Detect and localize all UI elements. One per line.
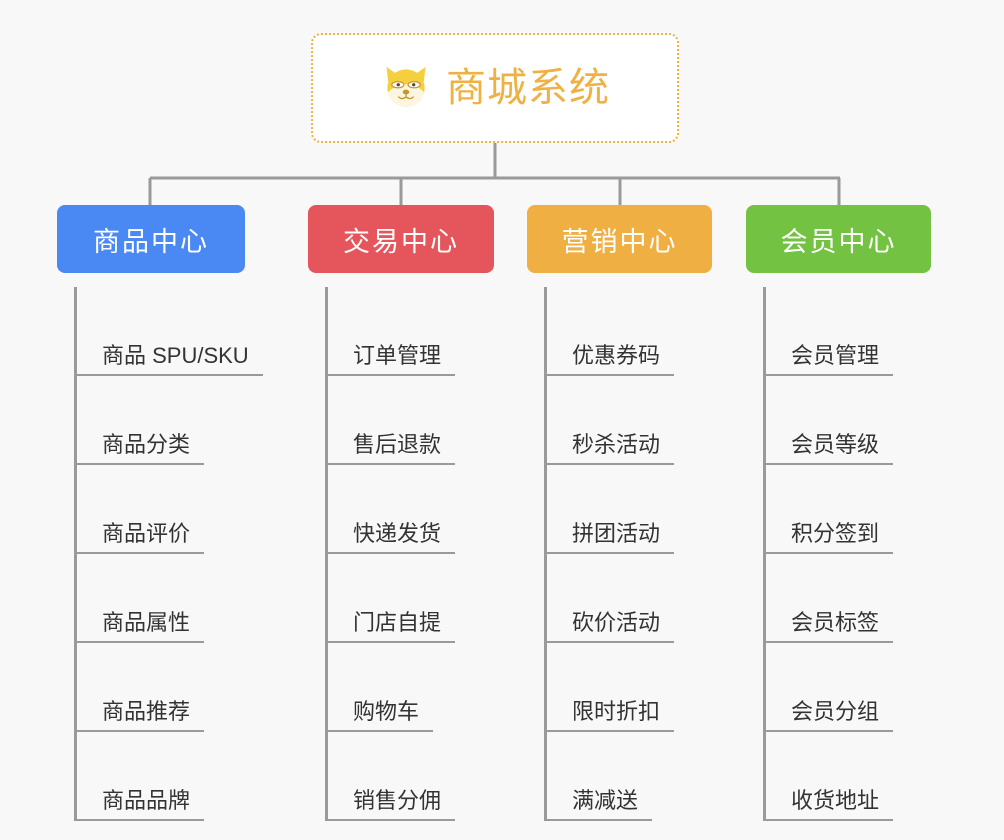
branch-title: 营销中心 — [561, 226, 678, 257]
leaf-label: 门店自提 — [325, 610, 456, 643]
branch-trunk-line — [763, 287, 766, 821]
leaf-label: 商品推荐 — [74, 699, 205, 732]
branch-trunk-line — [74, 287, 77, 821]
shiba-dog-face-icon — [386, 66, 426, 109]
leaf-item[interactable]: 商品评价 — [74, 465, 245, 554]
leaf-label: 商品评价 — [74, 521, 205, 554]
leaf-item[interactable]: 收货地址 — [763, 732, 931, 821]
leaf-label: 会员管理 — [763, 343, 894, 376]
branch-header-marketing-center[interactable]: 营销中心 — [527, 205, 712, 273]
leaf-label: 会员标签 — [763, 610, 894, 643]
leaf-label: 积分签到 — [763, 521, 894, 554]
leaf-item[interactable]: 限时折扣 — [544, 643, 712, 732]
leaf-label: 优惠券码 — [544, 343, 675, 376]
leaf-label: 商品属性 — [74, 610, 205, 643]
branch-title: 会员中心 — [780, 226, 897, 257]
leaf-item[interactable]: 拼团活动 — [544, 465, 712, 554]
leaf-label: 订单管理 — [325, 343, 456, 376]
leaf-item[interactable]: 商品品牌 — [74, 732, 245, 821]
branch-header-member-center[interactable]: 会员中心 — [746, 205, 931, 273]
branch-title: 商品中心 — [93, 226, 209, 257]
leaf-label: 拼团活动 — [544, 521, 675, 554]
leaf-item[interactable]: 优惠券码 — [544, 287, 712, 376]
leaf-label: 限时折扣 — [544, 699, 675, 732]
leaf-label: 销售分佣 — [325, 788, 456, 821]
branch-title: 交易中心 — [343, 226, 459, 257]
branch-trunk-line — [325, 287, 328, 821]
leaf-label: 会员等级 — [763, 432, 894, 465]
leaf-item[interactable]: 商品分类 — [74, 376, 245, 465]
leaf-item[interactable]: 满减送 — [544, 732, 712, 821]
leaf-label: 会员分组 — [763, 699, 894, 732]
leaf-label: 收货地址 — [763, 788, 894, 821]
leaf-item[interactable]: 会员分组 — [763, 643, 931, 732]
root-node[interactable]: 商城系统 — [311, 33, 679, 143]
branch-header-product-center[interactable]: 商品中心 — [57, 205, 245, 273]
leaf-item[interactable]: 砍价活动 — [544, 554, 712, 643]
leaf-item[interactable]: 会员管理 — [763, 287, 931, 376]
leaf-label: 砍价活动 — [544, 610, 675, 643]
root-title: 商城系统 — [446, 66, 610, 110]
leaf-item[interactable]: 快递发货 — [325, 465, 494, 554]
leaf-item[interactable]: 订单管理 — [325, 287, 494, 376]
leaf-item[interactable]: 商品属性 — [74, 554, 245, 643]
leaf-item[interactable]: 商品推荐 — [74, 643, 245, 732]
leaf-item[interactable]: 售后退款 — [325, 376, 494, 465]
branch-body: 订单管理 售后退款 快递发货 门店自提 购物车 销售分佣 — [308, 287, 494, 821]
leaf-item[interactable]: 销售分佣 — [325, 732, 494, 821]
leaf-item[interactable]: 秒杀活动 — [544, 376, 712, 465]
branch-trunk-line — [544, 287, 547, 821]
leaf-item[interactable]: 商品 SPU/SKU — [74, 287, 263, 376]
leaf-item[interactable]: 购物车 — [325, 643, 494, 732]
leaf-label: 购物车 — [325, 699, 434, 732]
leaf-label: 商品品牌 — [74, 788, 205, 821]
leaf-label: 满减送 — [544, 788, 653, 821]
branch-body: 会员管理 会员等级 积分签到 会员标签 会员分组 收货地址 — [746, 287, 931, 821]
leaf-item[interactable]: 会员标签 — [763, 554, 931, 643]
leaf-label: 售后退款 — [325, 432, 456, 465]
branch-marketing-center: 营销中心 优惠券码 秒杀活动 拼团活动 砍价活动 限时折扣 满减送 — [527, 205, 712, 821]
branch-body: 商品 SPU/SKU 商品分类 商品评价 商品属性 商品推荐 商品品牌 — [57, 287, 263, 821]
leaf-label: 商品分类 — [74, 432, 205, 465]
leaf-item[interactable]: 会员等级 — [763, 376, 931, 465]
branch-trade-center: 交易中心 订单管理 售后退款 快递发货 门店自提 购物车 销售分佣 — [308, 205, 494, 821]
leaf-label: 秒杀活动 — [544, 432, 675, 465]
branch-body: 优惠券码 秒杀活动 拼团活动 砍价活动 限时折扣 满减送 — [527, 287, 712, 821]
branch-header-trade-center[interactable]: 交易中心 — [308, 205, 494, 273]
leaf-item[interactable]: 门店自提 — [325, 554, 494, 643]
leaf-item[interactable]: 积分签到 — [763, 465, 931, 554]
branch-member-center: 会员中心 会员管理 会员等级 积分签到 会员标签 会员分组 收货地址 — [746, 205, 931, 821]
leaf-label: 快递发货 — [325, 521, 456, 554]
branch-product-center: 商品中心 商品 SPU/SKU 商品分类 商品评价 商品属性 商品推荐 商品品牌 — [57, 205, 263, 821]
leaf-label: 商品 SPU/SKU — [74, 343, 263, 376]
